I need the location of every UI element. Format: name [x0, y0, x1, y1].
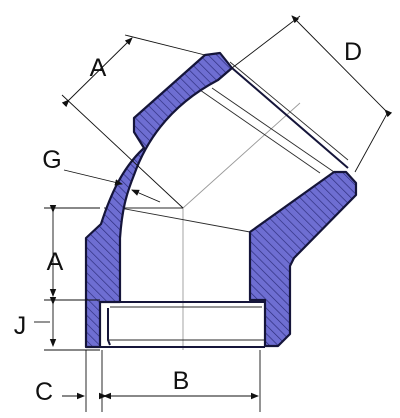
label-a-lower: A — [47, 248, 64, 276]
label-g: G — [42, 146, 61, 174]
socket-bore — [100, 301, 265, 348]
label-d: D — [344, 38, 362, 66]
dimension-d — [231, 15, 393, 173]
dimension-g — [63, 169, 161, 203]
dimension-b — [99, 350, 261, 412]
dimension-c — [62, 350, 116, 412]
label-b: B — [173, 367, 190, 395]
inner-wall-section — [248, 170, 358, 348]
center-lines — [182, 102, 301, 350]
dimension-a-upper — [61, 34, 206, 209]
upper-socket-lip — [211, 67, 349, 173]
label-j: J — [14, 312, 27, 340]
label-c: C — [35, 378, 53, 406]
outer-wall-section — [84, 51, 234, 349]
dimension-j — [34, 297, 100, 351]
label-a-upper: A — [90, 54, 107, 82]
